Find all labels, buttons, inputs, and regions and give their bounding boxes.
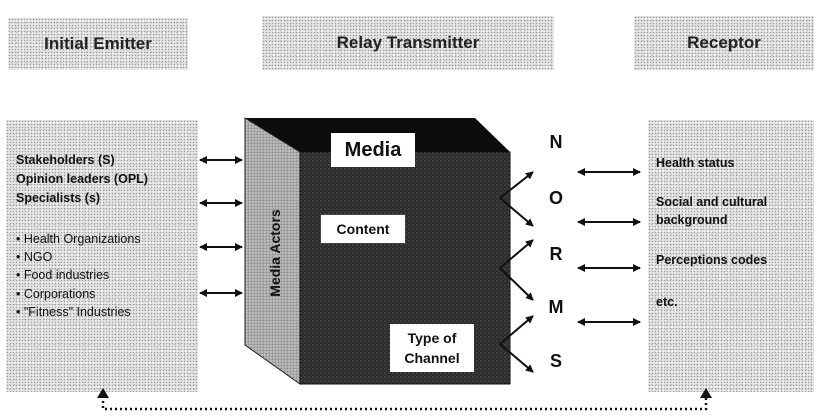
- norms-letter-r: R: [549, 244, 563, 264]
- receptor-social-cultural-1: Social and cultural: [656, 195, 768, 209]
- type-of-channel-label: Type of Channel: [390, 324, 474, 372]
- receptor-social-cultural-2: background: [656, 213, 728, 227]
- emitter-panel: [6, 120, 198, 392]
- branch-arrow-top: [499, 171, 534, 199]
- norms-letter-s: S: [549, 351, 562, 371]
- branch-arrow-top: [499, 197, 534, 227]
- feedback-arrowhead-right: [700, 388, 712, 398]
- branch-arrow-bottom: [499, 315, 534, 345]
- org-food-industries: • Food industries: [16, 268, 110, 282]
- branch-arrow-bottom: [499, 343, 534, 373]
- org-ngo: • NGO: [16, 250, 53, 264]
- emitter-group-specialists: Specialists (s): [16, 191, 101, 205]
- norms-letter-o: O: [548, 188, 563, 208]
- receptor-perceptions-codes: Perceptions codes: [656, 253, 768, 267]
- receptor-health-status: Health status: [656, 156, 735, 170]
- branch-arrow-mid: [499, 239, 534, 269]
- feedback-loop: [101, 396, 708, 411]
- emitter-group-opinion-leaders: Opinion leaders (OPL): [16, 172, 148, 186]
- org-health-organizations: • Health Organizations: [16, 232, 141, 246]
- emitter-group-stakeholders: Stakeholders (S): [16, 153, 115, 167]
- header-receptor: Receptor: [634, 16, 814, 70]
- receptor-panel: [648, 120, 814, 392]
- header-initial-emitter: Initial Emitter: [8, 18, 188, 70]
- norms-letter-n: N: [549, 132, 563, 152]
- channel-label-line-2: Channel: [404, 350, 460, 366]
- org-corporations: • Corporations: [16, 287, 96, 301]
- org-fitness-industries: • "Fitness" Industries: [16, 305, 131, 319]
- header-relay-transmitter: Relay Transmitter: [262, 16, 554, 70]
- branch-arrow-mid: [499, 267, 534, 301]
- feedback-arrowhead-left: [97, 388, 109, 398]
- channel-label-line-1: Type of: [407, 330, 457, 346]
- norms-letter-m: M: [548, 297, 564, 317]
- header-initial-emitter-label: Initial Emitter: [44, 34, 152, 53]
- header-receptor-label: Receptor: [687, 33, 761, 52]
- receptor-etc: etc.: [656, 295, 678, 309]
- content-label: Content: [320, 214, 406, 244]
- media-label: Media: [331, 133, 415, 167]
- header-relay-transmitter-label: Relay Transmitter: [336, 33, 480, 52]
- media-actors-label: Media Actors: [267, 209, 283, 297]
